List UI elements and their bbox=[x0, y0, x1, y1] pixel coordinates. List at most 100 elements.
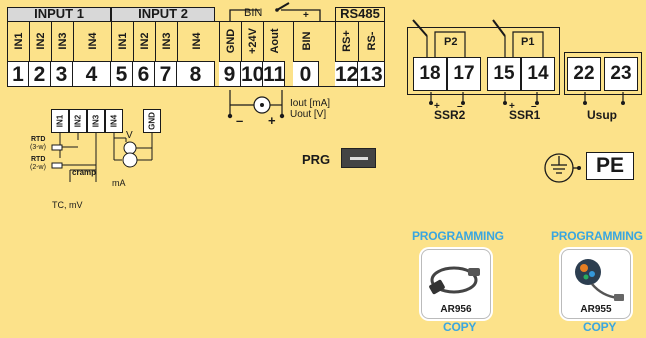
iout-label: Iout [mA] bbox=[290, 98, 331, 109]
terminal-number: 12 bbox=[335, 61, 359, 87]
p1-label: P1 bbox=[521, 36, 535, 48]
pe-terminal: PE bbox=[586, 152, 634, 180]
sensor-gnd-cell: GND bbox=[143, 109, 161, 133]
terminal-17: 17 bbox=[447, 57, 481, 91]
terminal-label: IN4 bbox=[190, 32, 203, 50]
terminal-number: 2 bbox=[29, 61, 51, 87]
copy-label-2: COPY bbox=[583, 320, 617, 334]
terminal-number: 4 bbox=[73, 61, 111, 87]
ssr1-minus: – bbox=[531, 101, 537, 112]
terminal-label: Aout bbox=[268, 28, 281, 54]
terminal-label: IN2 bbox=[34, 32, 47, 50]
output-plus: + bbox=[268, 113, 276, 128]
terminal-18: 18 bbox=[413, 57, 447, 91]
uout-label: Uout [V] bbox=[290, 109, 327, 120]
terminal-label: IN1 bbox=[116, 32, 129, 50]
terminal-22: 22 bbox=[567, 57, 601, 91]
rtd3-label: RTD bbox=[31, 136, 46, 143]
usb-cable-icon bbox=[429, 266, 480, 295]
terminal-label-cell: RS+ bbox=[335, 21, 358, 61]
terminal-label: RS- bbox=[366, 31, 378, 51]
prg-port bbox=[341, 148, 376, 168]
sensor-in2-cell: IN2 bbox=[69, 109, 87, 133]
terminal-label: IN3 bbox=[56, 32, 69, 50]
ar955-card[interactable]: AR955 bbox=[561, 249, 631, 319]
terminal-number: 8 bbox=[177, 61, 215, 87]
ar956-card[interactable]: AR956 bbox=[421, 249, 491, 319]
terminal-label: IN4 bbox=[86, 32, 99, 50]
terminal-number: 1 bbox=[7, 61, 29, 87]
ssr1-label: SSR1 bbox=[509, 108, 541, 122]
bin-switch-diagram bbox=[229, 2, 321, 22]
terminal-label-cell: RS- bbox=[358, 21, 385, 61]
input1-header-frame bbox=[7, 7, 111, 21]
terminal-label-cell: IN4 bbox=[73, 21, 111, 61]
rs485-header-frame bbox=[335, 7, 385, 21]
terminal-label: GND bbox=[224, 28, 237, 54]
terminal-15: 15 bbox=[487, 57, 521, 91]
terminal-label: IN3 bbox=[160, 32, 173, 50]
relay-switch-diagram bbox=[412, 19, 544, 57]
usup-label: Usup bbox=[587, 108, 617, 122]
ssr2-label: SSR2 bbox=[434, 108, 466, 122]
terminal-number: 5 bbox=[111, 61, 133, 87]
rtd2-label: RTD bbox=[31, 156, 46, 163]
ssr-usup-diagram bbox=[429, 92, 625, 105]
rtd3-sub: (3-w) bbox=[30, 144, 46, 151]
copy-label-1: COPY bbox=[443, 320, 477, 334]
tc-label: TC, mV bbox=[52, 200, 83, 210]
ssr2-minus: – bbox=[457, 101, 463, 112]
input2-header: INPUT 2 bbox=[138, 6, 188, 21]
terminal-label-cell: IN2 bbox=[133, 21, 155, 61]
terminal-label-cell: IN3 bbox=[51, 21, 73, 61]
terminal-number: 7 bbox=[155, 61, 177, 87]
rtd2-sub: (2-w) bbox=[30, 164, 46, 171]
programming-label-1: PROGRAMMING bbox=[412, 229, 504, 243]
terminal-label-cell: GND bbox=[219, 21, 241, 61]
cramp-label: cramp bbox=[72, 168, 97, 177]
bin-header: BIN bbox=[244, 7, 263, 19]
terminal-number: 10 bbox=[241, 61, 265, 87]
copy-module-icon bbox=[575, 259, 624, 301]
ar955-model: AR955 bbox=[580, 304, 612, 315]
ground-icon bbox=[544, 153, 581, 183]
terminal-23: 23 bbox=[604, 57, 638, 91]
terminal-label-cell: +24V bbox=[241, 21, 263, 61]
terminal-number: 0 bbox=[293, 61, 319, 87]
bin-plus: + bbox=[303, 10, 309, 21]
terminal-number: 3 bbox=[51, 61, 73, 87]
output-minus: – bbox=[236, 113, 244, 128]
analog-output-diagram bbox=[227, 90, 285, 119]
sensor-wiring-diagram bbox=[51, 133, 153, 182]
terminal-label-cell: IN3 bbox=[155, 21, 177, 61]
terminal-label: RS+ bbox=[341, 30, 353, 52]
prg-label: PRG bbox=[302, 152, 331, 167]
input2-header-frame bbox=[111, 7, 215, 21]
terminal-number: 6 bbox=[133, 61, 155, 87]
terminal-label-cell: IN1 bbox=[7, 21, 29, 61]
rs485-header: RS485 bbox=[340, 6, 380, 21]
sensor-in3-cell: IN3 bbox=[87, 109, 105, 133]
terminal-14: 14 bbox=[521, 57, 555, 91]
input1-header: INPUT 1 bbox=[34, 6, 84, 21]
terminal-number: 9 bbox=[219, 61, 241, 87]
terminal-label: IN2 bbox=[138, 32, 151, 50]
ssr2-plus: + bbox=[434, 101, 440, 112]
terminal-label: BIN bbox=[300, 31, 313, 51]
ar956-model: AR956 bbox=[440, 304, 472, 315]
usup-block-frame bbox=[564, 52, 642, 95]
ma-label: mA bbox=[112, 178, 126, 188]
terminal-label: +24V bbox=[246, 28, 259, 54]
terminal-label-cell: IN4 bbox=[177, 21, 215, 61]
terminal-label-cell: BIN bbox=[293, 21, 319, 61]
sensor-in1-cell: IN1 bbox=[51, 109, 69, 133]
terminal-number: 11 bbox=[263, 61, 286, 87]
terminal-label-cell: IN1 bbox=[111, 21, 133, 61]
terminal-number: 13 bbox=[358, 61, 385, 87]
ssr1-plus: + bbox=[509, 101, 515, 112]
terminal-label-cell: Aout bbox=[263, 21, 285, 61]
p2-label: P2 bbox=[444, 36, 458, 48]
programming-label-2: PROGRAMMING bbox=[551, 229, 643, 243]
sensor-in4-cell: IN4 bbox=[105, 109, 123, 133]
relay-block-frame bbox=[407, 27, 560, 95]
